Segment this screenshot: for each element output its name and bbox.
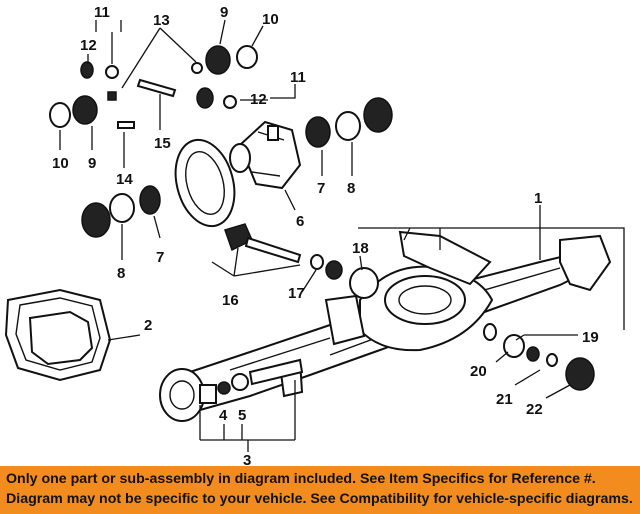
callout-16: 16 (222, 292, 239, 309)
disclaimer-line-2: Diagram may not be specific to your vehi… (6, 491, 633, 507)
callout-18: 18 (352, 240, 369, 257)
callout-9-left: 9 (88, 155, 96, 172)
callout-6: 6 (296, 213, 304, 230)
disclaimer-banner: Only one part or sub-assembly in diagram… (0, 466, 640, 514)
callout-12-top: 12 (80, 37, 97, 54)
ring-and-pinion (174, 138, 302, 264)
differential-cover (4, 288, 112, 382)
callout-7-right: 7 (317, 180, 325, 197)
callout-7-left: 7 (156, 249, 164, 266)
callout-17: 17 (288, 285, 305, 302)
callout-21: 21 (496, 391, 513, 408)
callout-10-left: 10 (52, 155, 69, 172)
callout-4: 4 (219, 407, 228, 424)
callout-labels: 11 12 13 9 10 11 12 15 10 9 14 7 8 6 1 1… (52, 4, 599, 466)
callout-15: 15 (154, 135, 171, 152)
callout-2: 2 (144, 317, 152, 334)
callout-13: 13 (153, 12, 170, 29)
callout-10-top: 10 (262, 11, 279, 28)
callout-20: 20 (470, 363, 487, 380)
differential-case (229, 120, 302, 190)
axle-shaft-assembly (159, 358, 304, 422)
exploded-parts-diagram: 11 12 13 9 10 11 12 15 10 9 14 7 8 6 1 1… (4, 4, 625, 466)
callout-8-left: 8 (117, 265, 125, 282)
disclaimer-line-1: Only one part or sub-assembly in diagram… (6, 471, 596, 487)
callout-11-mid: 11 (290, 69, 306, 86)
callout-11-top: 11 (94, 4, 110, 21)
callout-8-right: 8 (347, 180, 355, 197)
callout-5: 5 (238, 407, 246, 424)
callout-9-top: 9 (220, 4, 228, 21)
bearings-and-gears (49, 45, 595, 391)
callout-22: 22 (526, 401, 543, 418)
callout-12-mid: 12 (250, 91, 267, 108)
callout-14: 14 (116, 171, 133, 188)
callout-3: 3 (243, 452, 251, 466)
callout-1: 1 (534, 190, 542, 207)
leader-lines (59, 19, 625, 452)
callout-19: 19 (582, 329, 599, 346)
